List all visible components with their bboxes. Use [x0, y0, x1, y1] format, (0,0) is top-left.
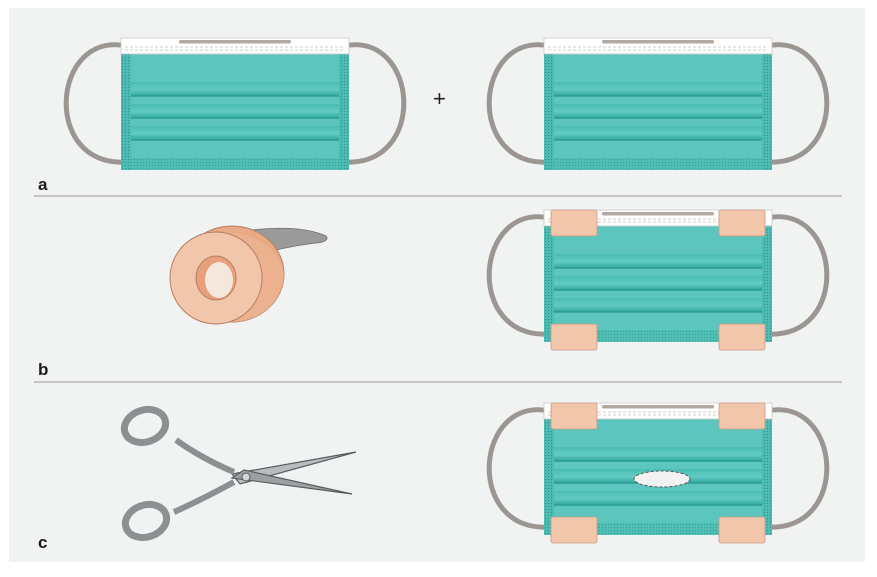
tape-strip [718, 209, 766, 237]
tape-strip [718, 516, 766, 544]
tape-strip [550, 209, 598, 237]
cut-slit [633, 470, 691, 488]
tape-strip [718, 402, 766, 430]
tape-strip [550, 402, 598, 430]
tape-strip [550, 323, 598, 351]
scissors-icon [120, 405, 357, 542]
panel-a: + a [38, 38, 827, 194]
panel-c: c [38, 403, 827, 552]
panel-label-a: a [38, 175, 48, 194]
panel-label-b: b [38, 360, 48, 379]
panel-b: b [38, 210, 827, 379]
tape-strip [718, 323, 766, 351]
plus-sign: + [433, 86, 446, 111]
tape-strip [550, 516, 598, 544]
adhesive-tape-roll-icon [169, 225, 328, 325]
panel-label-c: c [38, 533, 47, 552]
